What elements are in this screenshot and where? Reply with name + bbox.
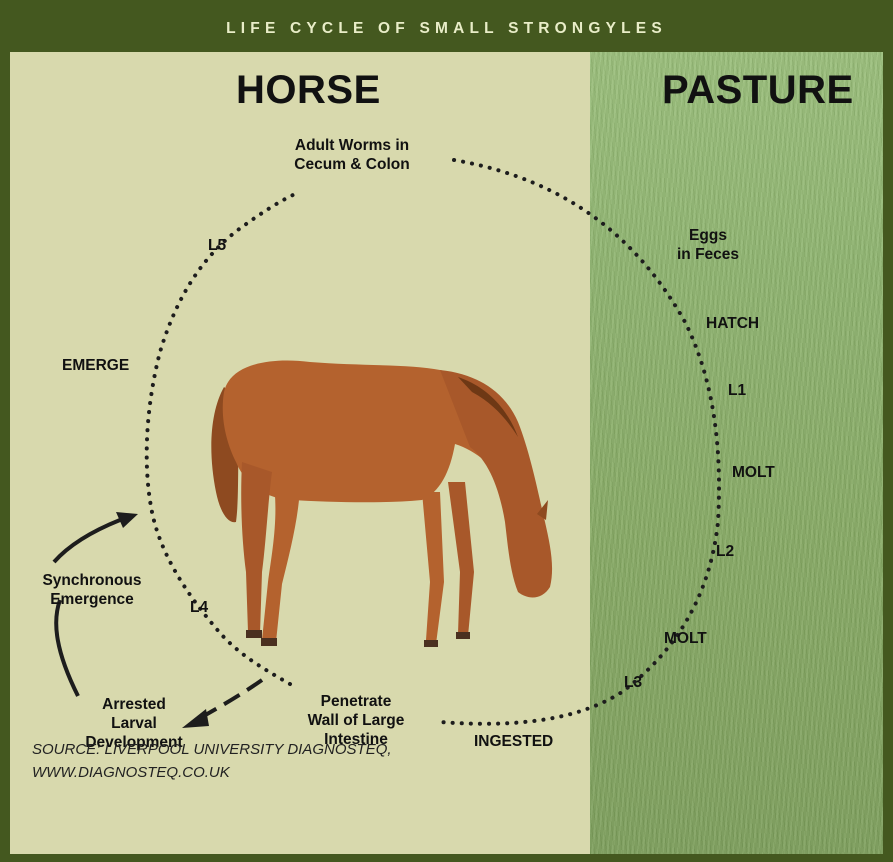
- horse-illustration: [211, 361, 552, 647]
- adult-worms-line1: Adult Worms in: [272, 136, 432, 155]
- source-line2: WWW.DIAGNOSTEQ.CO.UK: [32, 761, 392, 784]
- l2-label: L2: [716, 542, 734, 561]
- diagram-panel: HORSE PASTURE Adult Worms in Cecum & Col…: [10, 52, 883, 854]
- molt1-label: MOLT: [732, 463, 775, 482]
- sync-line2: Emergence: [30, 590, 154, 609]
- l3-label: L3: [624, 673, 642, 692]
- arrested-arrow: [182, 680, 262, 728]
- eggs-in-feces-label: Eggs in Feces: [670, 226, 746, 264]
- sync-line1: Synchronous: [30, 571, 154, 590]
- l1-label: L1: [728, 381, 746, 400]
- penetrate-line2: Wall of Large: [298, 711, 414, 730]
- eggs-line2: in Feces: [670, 245, 746, 264]
- title-banner: LIFE CYCLE OF SMALL STRONGYLES: [0, 0, 893, 50]
- diagram-title: LIFE CYCLE OF SMALL STRONGYLES: [0, 20, 893, 38]
- horse-section-title: HORSE: [236, 68, 381, 113]
- l4-label: L4: [190, 598, 208, 617]
- sync-arrow-upper: [54, 512, 138, 562]
- molt2-label: MOLT: [664, 629, 707, 648]
- hatch-label: HATCH: [706, 314, 759, 333]
- pasture-section-title: PASTURE: [662, 68, 854, 113]
- source-line1: SOURCE: LIVERPOOL UNIVERSITY DIAGNOSTEQ,: [32, 738, 392, 761]
- adult-worms-line2: Cecum & Colon: [272, 155, 432, 174]
- arrested-line1: Arrested: [74, 695, 194, 714]
- source-credit: SOURCE: LIVERPOOL UNIVERSITY DIAGNOSTEQ,…: [32, 738, 392, 784]
- emerge-label: EMERGE: [62, 356, 129, 375]
- adult-worms-label: Adult Worms in Cecum & Colon: [272, 136, 432, 174]
- eggs-line1: Eggs: [670, 226, 746, 245]
- sync-arrow-lower: [56, 600, 78, 696]
- synchronous-emergence-label: Synchronous Emergence: [30, 571, 154, 609]
- ingested-label: INGESTED: [474, 732, 553, 751]
- l5-label: L5: [208, 236, 226, 255]
- arrested-line2: Larval: [74, 714, 194, 733]
- penetrate-line1: Penetrate: [298, 692, 414, 711]
